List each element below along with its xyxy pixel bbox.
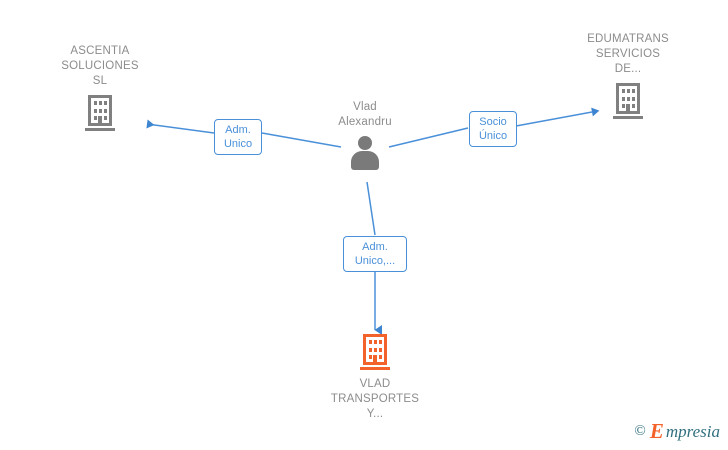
edge-label-ascentia[interactable]: Adm. Unico [214, 119, 262, 155]
copyright-icon: © [634, 423, 646, 439]
edge-ascentia-line [146, 119, 342, 148]
edge-label-vlad-transportes[interactable]: Adm. Unico,... [343, 236, 407, 272]
building-icon [613, 83, 643, 119]
brand-name: mpresia [665, 422, 720, 441]
node-ascentia[interactable]: ASCENTIA SOLUCIONES SL [25, 44, 175, 131]
building-icon [360, 334, 390, 370]
person-icon [349, 136, 381, 170]
node-ascentia-label: ASCENTIA SOLUCIONES SL [61, 45, 139, 87]
edge-vlad-transportes-line [366, 181, 382, 335]
node-edumatrans-label: EDUMATRANS SERVICIOS DE... [587, 33, 669, 75]
node-vlad-alexandru[interactable]: Vlad Alexandru [290, 100, 440, 170]
brand-initial: E [649, 419, 664, 443]
node-vlad-transportes-label: VLAD TRANSPORTES Y... [330, 378, 420, 420]
building-icon [85, 95, 115, 131]
edge-edumatrans-line [388, 107, 600, 148]
node-edumatrans[interactable]: EDUMATRANS SERVICIOS DE... [553, 32, 703, 119]
node-vlad-transportes[interactable]: VLAD TRANSPORTES Y... [300, 334, 450, 422]
edge-label-edumatrans[interactable]: Socio Único [469, 111, 517, 147]
empresia-watermark: © E mpresia [634, 421, 720, 442]
node-vlad-alexandru-label: Vlad Alexandru [338, 101, 392, 128]
